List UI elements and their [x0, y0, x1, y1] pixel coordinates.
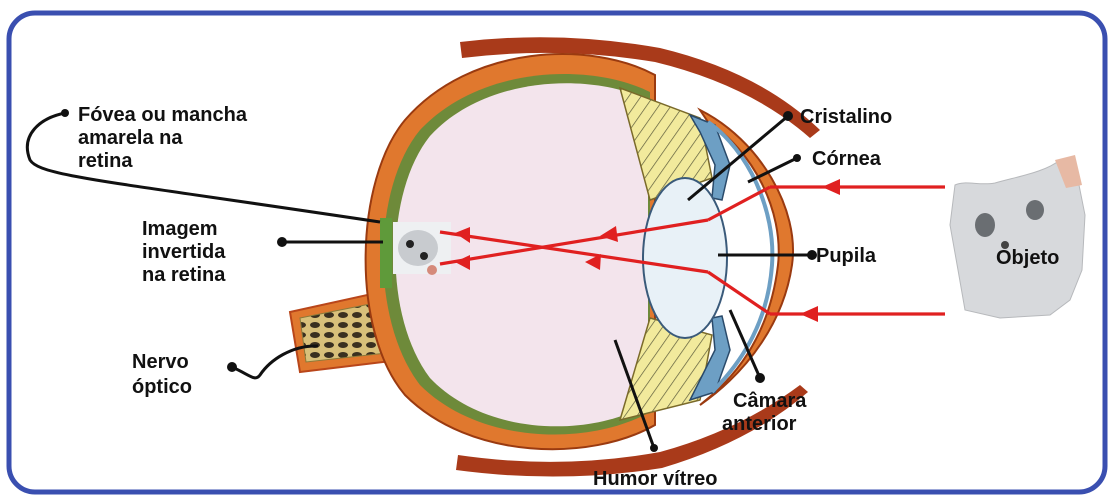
- label-fovea-line2: amarela na: [78, 127, 183, 149]
- label-nervo-line1: Nervo: [132, 351, 189, 373]
- label-camara-line2: anterior: [722, 413, 797, 435]
- label-objeto: Objeto: [996, 247, 1059, 269]
- label-imagem-line1: Imagem: [142, 218, 218, 240]
- inverted-image: [393, 222, 451, 275]
- label-imagem-line3: na retina: [142, 264, 226, 286]
- label-fovea-line3: retina: [78, 150, 133, 172]
- label-camara-line1: Câmara: [733, 390, 807, 412]
- label-humor: Humor vítreo: [593, 468, 717, 490]
- label-nervo-line2: óptico: [132, 376, 192, 398]
- label-fovea-line1: Fóvea ou mancha: [78, 104, 248, 126]
- label-cornea: Córnea: [812, 148, 882, 170]
- label-pupila: Pupila: [816, 245, 877, 267]
- lens: [643, 178, 727, 338]
- label-cristalino: Cristalino: [800, 106, 892, 128]
- label-imagem-line2: invertida: [142, 241, 226, 263]
- fovea-spot: [380, 218, 392, 288]
